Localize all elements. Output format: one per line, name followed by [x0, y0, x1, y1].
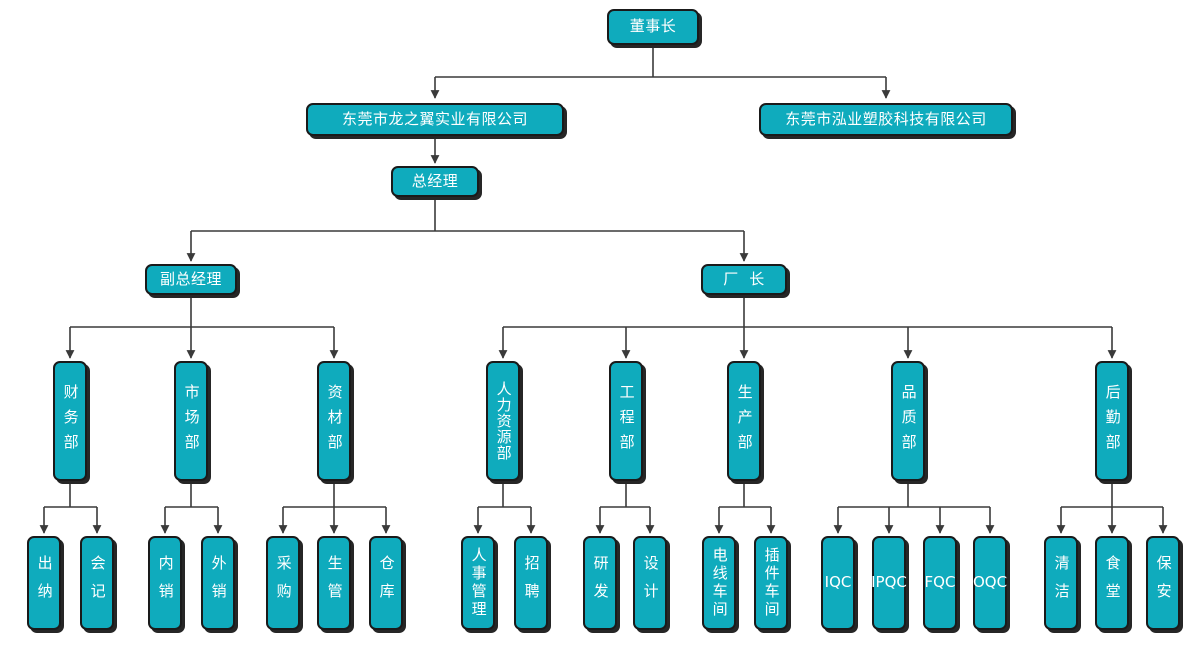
node-production-control[interactable]: 生管 — [317, 536, 351, 630]
node-company-b-label: 东莞市泓业塑胶科技有限公司 — [785, 109, 987, 128]
node-cashier[interactable]: 出纳 — [27, 536, 61, 630]
node-recruitment[interactable]: 招聘 — [514, 536, 548, 630]
node-cleaning[interactable]: 清洁 — [1044, 536, 1078, 630]
node-security[interactable]: 保安 — [1146, 536, 1180, 630]
node-security-label: 保安 — [1154, 555, 1173, 611]
node-oqc-label: OQC — [972, 573, 1008, 592]
node-general-manager-label: 总经理 — [411, 171, 459, 190]
node-quality-dept-label: 品质部 — [899, 383, 918, 459]
node-oqc[interactable]: OQC — [973, 536, 1007, 630]
node-cashier-label: 出纳 — [35, 555, 54, 611]
node-cleaning-label: 清洁 — [1052, 555, 1071, 611]
node-chairman-label: 董事长 — [629, 17, 677, 36]
node-insert-workshop[interactable]: 插件车间 — [754, 536, 788, 630]
node-company-b[interactable]: 东莞市泓业塑胶科技有限公司 — [759, 103, 1013, 136]
node-research-development[interactable]: 研发 — [583, 536, 617, 630]
node-quality-dept[interactable]: 品质部 — [891, 361, 925, 481]
node-design[interactable]: 设计 — [633, 536, 667, 630]
node-finance-dept-label: 财务部 — [61, 383, 80, 459]
node-hr-dept[interactable]: 人力资源部 — [486, 361, 520, 481]
node-engineering-dept-label: 工程部 — [617, 383, 636, 459]
node-personnel-management[interactable]: 人事管理 — [461, 536, 495, 630]
node-recruitment-label: 招聘 — [522, 555, 541, 611]
node-export-sales-label: 外销 — [209, 555, 228, 611]
node-research-development-label: 研发 — [591, 555, 610, 611]
node-factory-director-label: 厂 长 — [723, 269, 765, 288]
node-factory-director[interactable]: 厂 长 — [701, 264, 787, 295]
node-marketing-dept-label: 市场部 — [182, 383, 201, 459]
node-general-manager[interactable]: 总经理 — [391, 166, 479, 197]
node-wire-workshop-label: 电线车间 — [710, 547, 729, 619]
node-domestic-sales-label: 内销 — [156, 555, 175, 611]
node-production-control-label: 生管 — [325, 555, 344, 611]
node-canteen[interactable]: 食堂 — [1095, 536, 1129, 630]
node-engineering-dept[interactable]: 工程部 — [609, 361, 643, 481]
node-warehouse-label: 仓库 — [377, 555, 396, 611]
node-company-a[interactable]: 东莞市龙之翼实业有限公司 — [306, 103, 564, 136]
node-hr-dept-label: 人力资源部 — [494, 381, 513, 461]
node-production-dept-label: 生产部 — [735, 383, 754, 459]
node-fqc[interactable]: FQC — [923, 536, 957, 630]
node-fqc-label: FQC — [924, 573, 956, 592]
node-insert-workshop-label: 插件车间 — [762, 547, 781, 619]
node-domestic-sales[interactable]: 内销 — [148, 536, 182, 630]
node-accounting[interactable]: 会记 — [80, 536, 114, 630]
node-purchasing-label: 采购 — [274, 555, 293, 611]
node-accounting-label: 会记 — [88, 555, 107, 611]
node-deputy-general-manager-label: 副总经理 — [159, 269, 222, 288]
node-marketing-dept[interactable]: 市场部 — [174, 361, 208, 481]
node-iqc[interactable]: IQC — [821, 536, 855, 630]
node-personnel-management-label: 人事管理 — [469, 547, 488, 619]
node-logistics-dept-label: 后勤部 — [1103, 383, 1122, 459]
node-canteen-label: 食堂 — [1103, 555, 1122, 611]
node-design-label: 设计 — [641, 555, 660, 611]
node-chairman[interactable]: 董事长 — [607, 9, 699, 45]
node-materials-dept-label: 资材部 — [325, 383, 344, 459]
node-warehouse[interactable]: 仓库 — [369, 536, 403, 630]
node-finance-dept[interactable]: 财务部 — [53, 361, 87, 481]
node-company-a-label: 东莞市龙之翼实业有限公司 — [341, 109, 528, 128]
node-ipqc-label: IPQC — [871, 573, 907, 592]
node-materials-dept[interactable]: 资材部 — [317, 361, 351, 481]
node-deputy-general-manager[interactable]: 副总经理 — [145, 264, 237, 295]
node-production-dept[interactable]: 生产部 — [727, 361, 761, 481]
node-logistics-dept[interactable]: 后勤部 — [1095, 361, 1129, 481]
node-wire-workshop[interactable]: 电线车间 — [702, 536, 736, 630]
node-export-sales[interactable]: 外销 — [201, 536, 235, 630]
node-purchasing[interactable]: 采购 — [266, 536, 300, 630]
node-iqc-label: IQC — [824, 573, 852, 592]
node-ipqc[interactable]: IPQC — [871, 536, 907, 630]
